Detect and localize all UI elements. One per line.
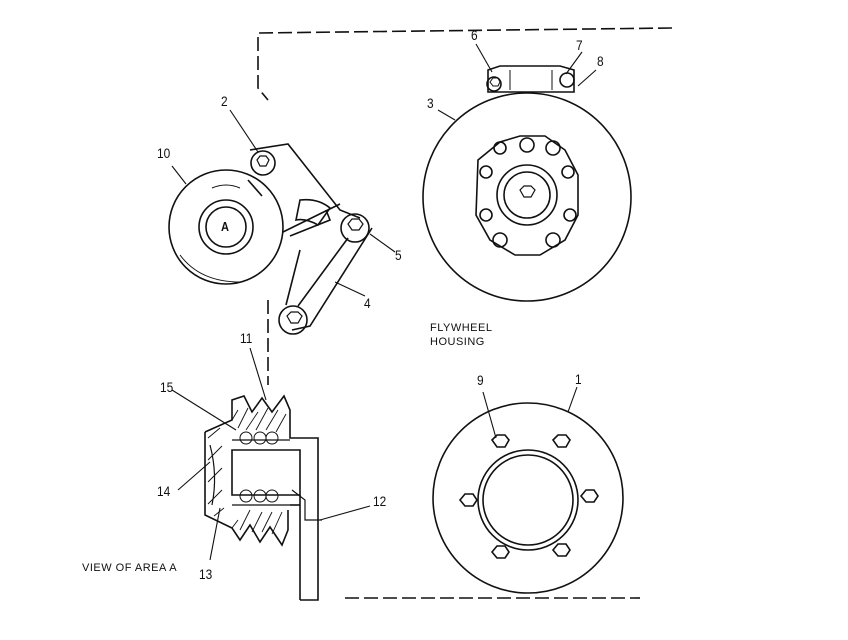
idler-bracket: [247, 143, 373, 335]
callout-4: 4: [364, 295, 371, 311]
callout-9: 9: [477, 372, 484, 388]
callout-10: 10: [157, 145, 171, 161]
pulley-letter-a: A: [221, 219, 229, 234]
callout-1: 1: [575, 371, 582, 387]
callout-14: 14: [157, 483, 171, 499]
callout-11: 11: [240, 330, 253, 346]
crank-pulley: [422, 65, 632, 302]
callout-15: 15: [160, 379, 174, 395]
callout-8: 8: [597, 53, 604, 69]
callout-13: 13: [199, 566, 213, 582]
flywheel-housing-label-line1: FLYWHEEL: [430, 322, 493, 334]
flywheel-housing-label-line2: HOUSING: [430, 336, 485, 348]
callout-2: 2: [221, 93, 228, 109]
dashed-boundary: [257, 27, 673, 599]
idler-pulley: [168, 169, 284, 285]
callout-3: 3: [427, 95, 434, 111]
callout-6: 6: [471, 27, 478, 43]
pulley-section: [204, 394, 322, 601]
callout-7: 7: [576, 37, 583, 53]
flywheel-lower: [432, 402, 624, 594]
leader-lines: [171, 43, 597, 561]
callout-12: 12: [373, 493, 387, 509]
view-caption: VIEW OF AREA A: [82, 562, 178, 574]
callout-5: 5: [395, 247, 402, 263]
